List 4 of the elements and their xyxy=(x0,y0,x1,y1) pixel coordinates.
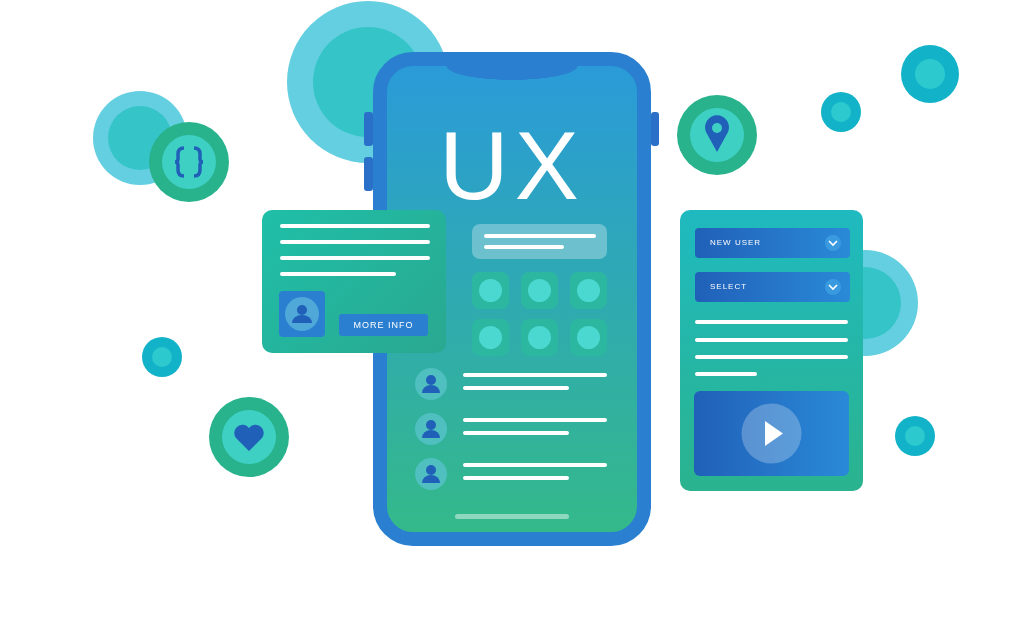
dropdown-field: SELECT xyxy=(695,272,850,302)
more-info-button: MORE INFO xyxy=(339,314,428,336)
dropdown-field: NEW USER xyxy=(695,228,850,258)
ux-heading: UX xyxy=(438,116,586,216)
